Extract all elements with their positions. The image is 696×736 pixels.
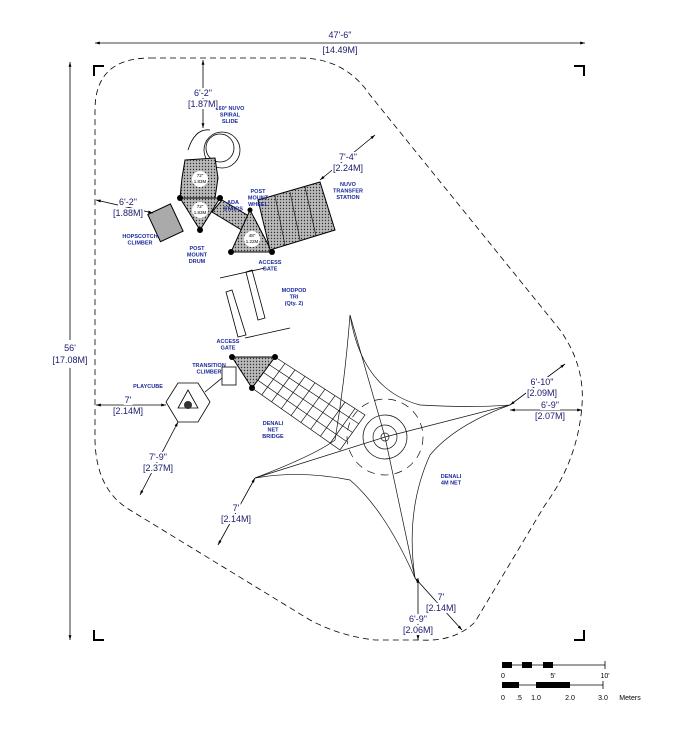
height-m: [17.08M] [52, 355, 87, 365]
scale-unit: Meters [619, 695, 641, 702]
overall-width-dimension: 47'-6" [14.49M] [95, 30, 585, 55]
label-slide: SPIRAL [220, 113, 241, 119]
platform-height-ft: 72" [197, 204, 204, 209]
label-modpod: TRI [290, 295, 299, 301]
dimension-transfer: [2.24M] [333, 163, 363, 173]
dimension-net-right: 6'-9" [541, 400, 559, 410]
label-drum: DRUM [189, 259, 206, 265]
label-hopscotch: HOPSCOTCH [122, 234, 157, 240]
scale-tick: 1.0 [531, 695, 541, 702]
platform-labels: 72" 1.83M 72" 1.83M 48" 1.22M 48" 1.22M [192, 171, 260, 377]
modpod-tri [219, 267, 291, 339]
transition-climber [221, 366, 237, 386]
dimension-net-left: [2.14M] [221, 514, 251, 524]
label-transfer: STATION [336, 195, 359, 201]
scale-bar-feet: 0 5' 10' [501, 661, 610, 680]
label-modpod: MODPOD [282, 288, 307, 294]
spiral-slide [187, 129, 241, 169]
bridge-net-strand [269, 364, 359, 425]
scale-tick: 3.0 [598, 695, 608, 702]
dimension-playcube-diag: [2.37M] [143, 463, 173, 473]
platform-height-m: 1.83M [194, 210, 207, 215]
dimension-top: 6'-2" [194, 88, 212, 98]
platform-48-upper [230, 208, 273, 253]
platform-height-ft: 72" [197, 173, 204, 178]
dimension-net-right-diag: 6'-10" [531, 377, 554, 387]
dimension-leaders [95, 60, 582, 640]
label-wheel: MOUNT [248, 196, 269, 202]
dimension-top: [1.87M] [188, 99, 218, 109]
dimension-net-bottom-diag: 7' [438, 592, 445, 602]
label-transfer: NUVO [340, 182, 357, 188]
platform-height-ft: 48" [249, 233, 256, 238]
label-slide: 360° NUVO [216, 106, 246, 112]
dimension-playcube-left: [2.14M] [113, 406, 143, 416]
label-transition: CLIMBER [196, 370, 221, 376]
scale-tick: 2.0 [565, 695, 575, 702]
label-transition: TRANSITION [192, 363, 226, 369]
dimension-net-left: 7' [233, 503, 240, 513]
label-wheel: WHEEL [248, 202, 269, 208]
label-access2: ACCESS [217, 339, 240, 345]
dimension-net-right-diag: [2.09M] [527, 388, 557, 398]
label-bridge: BRIDGE [262, 434, 284, 440]
platform-48-lower [231, 356, 276, 389]
platform-height-m: 1.22M [246, 239, 259, 244]
label-transfer: TRANSFER [333, 189, 363, 195]
label-playcube: PLAYCUBE [133, 384, 163, 390]
denali-4m-net [254, 314, 511, 579]
use-zone-boundary [94, 57, 583, 641]
dimension-playcube-left: 7' [125, 395, 132, 405]
dimension-net-bottom-diag: [2.14M] [426, 603, 456, 613]
platform-height-m: 1.83M [194, 179, 207, 184]
label-bridge: NET [268, 428, 280, 434]
dimension-net-bottom: [2.06M] [403, 625, 433, 635]
label-hopscotch: CLIMBER [127, 241, 152, 247]
playcube [165, 382, 211, 423]
label-bridge: DENALI [263, 421, 284, 427]
overall-height-dimension: 56' [17.08M] [48, 62, 92, 640]
scale-tick: .5 [516, 695, 522, 702]
platform-posts [177, 195, 275, 255]
label-drum: POST [190, 246, 206, 252]
dimension-transfer: 7'-4" [339, 152, 357, 162]
label-ada: ADA [227, 200, 239, 206]
label-ada: STAIRS [223, 207, 243, 213]
corner-marks [93, 65, 585, 641]
width-ft: 47'-6" [329, 30, 352, 40]
label-access1: ACCESS [259, 260, 282, 266]
scale-tick: 0 [501, 695, 505, 702]
bridge-net-strand [257, 379, 347, 442]
height-ft: 56' [64, 343, 76, 353]
label-modpod: (Qty. 2) [285, 301, 304, 307]
dimension-net-right: [2.07M] [535, 411, 565, 421]
scale-tick: 5' [550, 673, 555, 680]
dimension-playcube-diag: 7'-9" [149, 452, 167, 462]
dimension-net-bottom: 6'-9" [409, 614, 427, 624]
hopscotch-climber [147, 203, 184, 243]
label-net: DENALI [441, 474, 462, 480]
label-access1: GATE [263, 267, 278, 273]
scale-tick: 0 [501, 673, 505, 680]
width-m: [14.49M] [322, 45, 357, 55]
label-slide: SLIDE [222, 119, 239, 125]
label-net: 4M NET [441, 481, 462, 487]
transfer-station [257, 181, 336, 251]
dimension-left-hop: [1.88M] [113, 208, 143, 218]
dimension-labels: 6'-2"[1.87M]6'-2"[1.88M]7'-4"[2.24M]7'[2… [111, 88, 567, 635]
scale-tick: 10' [600, 673, 609, 680]
scale-bar-meters: 0 .5 1.0 2.0 3.0 Meters [501, 681, 641, 702]
label-access2: GATE [221, 346, 236, 352]
dimension-left-hop: 6'-2" [119, 197, 137, 207]
label-wheel: POST [251, 189, 267, 195]
label-drum: MOUNT [187, 253, 208, 259]
